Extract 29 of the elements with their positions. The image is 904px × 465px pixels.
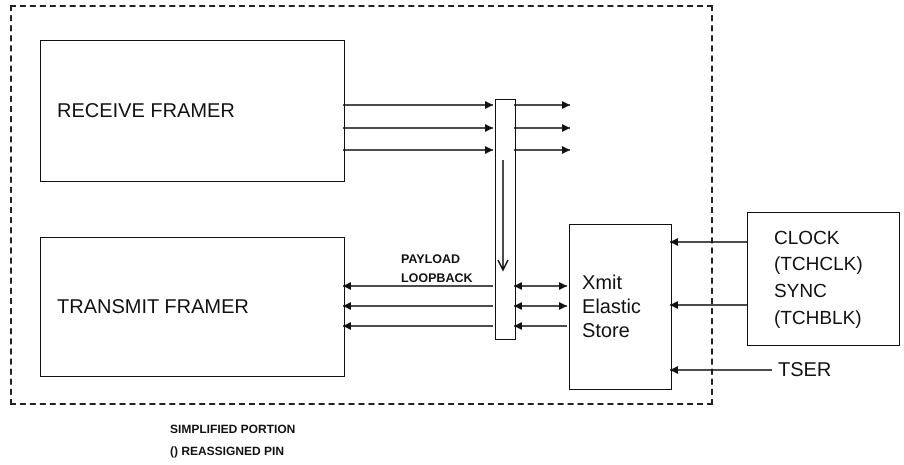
note-text: SIMPLIFIED PORTION bbox=[170, 422, 296, 436]
signal-arrow bbox=[343, 302, 493, 310]
signal-arrow bbox=[670, 366, 772, 374]
function-block bbox=[40, 40, 345, 182]
block-label: RECEIVE FRAMER bbox=[57, 99, 235, 123]
signal-arrow bbox=[670, 301, 747, 309]
signal-arrow bbox=[514, 322, 567, 330]
signal-arrow bbox=[514, 101, 570, 109]
signal-label: CLOCK (TCHCLK) bbox=[774, 226, 864, 278]
block-label: TRANSMIT FRAMER bbox=[57, 295, 249, 319]
signal-arrow bbox=[670, 238, 747, 246]
function-block bbox=[747, 212, 900, 346]
dashed-boundary bbox=[10, 5, 713, 405]
block-label: Xmit Elastic Store bbox=[582, 271, 642, 343]
note-text: () REASSIGNED PIN bbox=[170, 444, 284, 458]
signal-arrow bbox=[514, 302, 567, 310]
signal-arrow bbox=[514, 282, 567, 290]
signal-label: SYNC (TCHBLK) bbox=[774, 280, 863, 331]
loopback-label: PAYLOAD LOOPBACK bbox=[401, 251, 474, 287]
signal-arrow bbox=[343, 124, 493, 132]
loopback-bar bbox=[495, 99, 516, 340]
function-block bbox=[569, 224, 672, 390]
signal-arrow bbox=[343, 101, 493, 109]
signal-arrow bbox=[343, 322, 493, 330]
signal-arrow bbox=[343, 282, 493, 290]
signal-arrow bbox=[514, 124, 570, 132]
function-block bbox=[40, 237, 345, 377]
signal-arrow bbox=[343, 146, 493, 154]
signal-arrow bbox=[514, 146, 570, 154]
